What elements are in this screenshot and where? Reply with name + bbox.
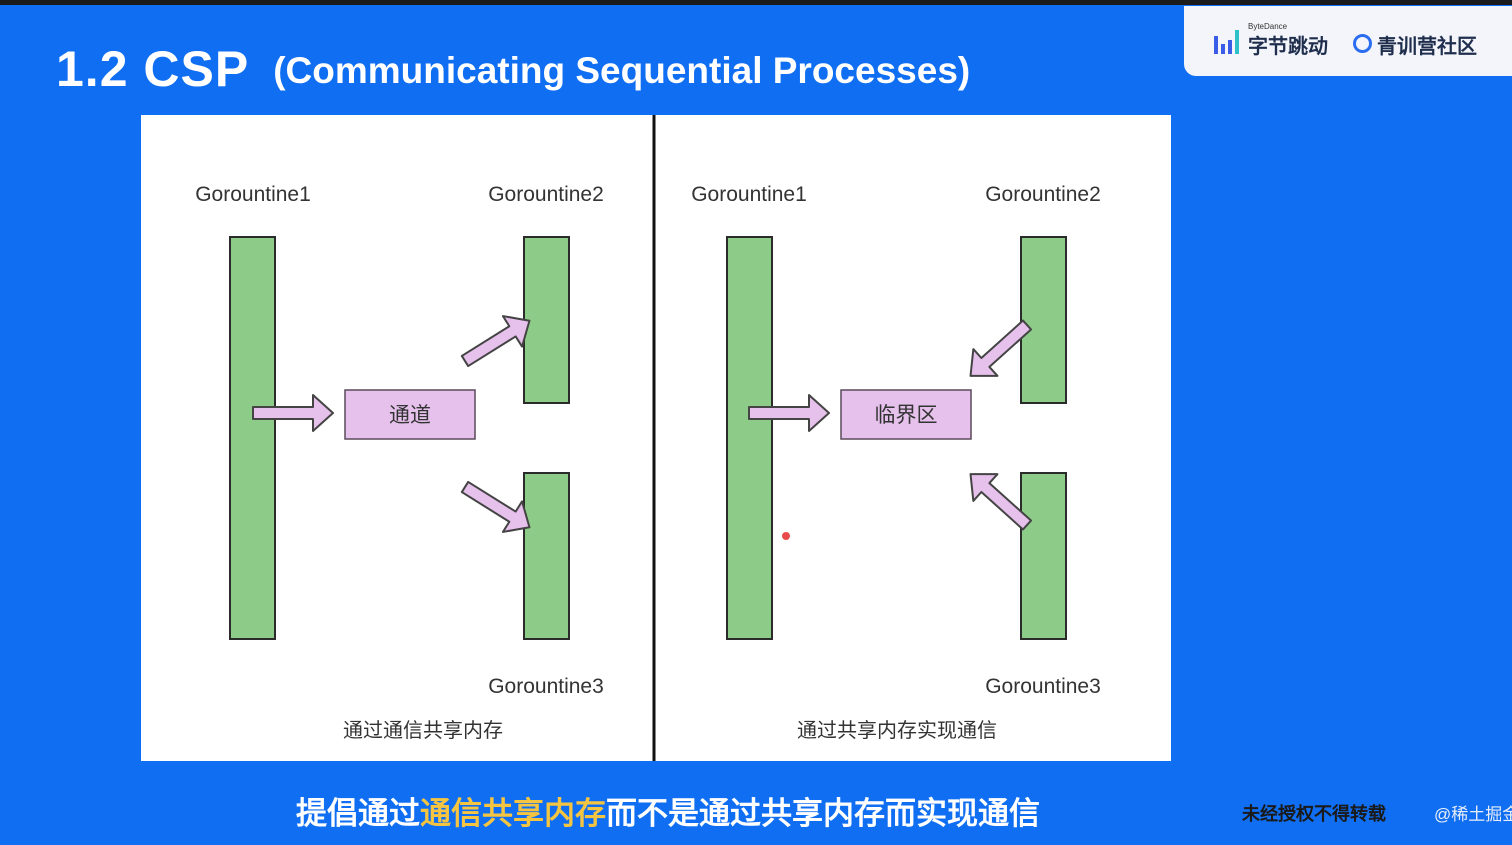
right-goroutine1-bar xyxy=(726,236,773,640)
right-diagram: Gorountine1 Gorountine2 Gorountine3 临界区 … xyxy=(691,183,1101,742)
diagram-canvas: Gorountine1 Gorountine2 Gorountine3 通道 通… xyxy=(195,115,1101,761)
right-center-box xyxy=(840,389,972,440)
footer-statement: 提倡通过通信共享内存而不是通过共享内存而实现通信 xyxy=(296,788,1040,833)
right-g2-label: Gorountine2 xyxy=(985,183,1101,206)
left-arrow-up-icon xyxy=(460,315,531,368)
right-g3-label: Gorountine3 xyxy=(985,675,1101,698)
bytedance-small-label: ByteDance xyxy=(1248,22,1288,31)
title-main: 1.2 CSP xyxy=(56,41,250,97)
footer-highlight: 通信共享内存 xyxy=(420,796,606,831)
left-goroutine1-bar xyxy=(229,236,276,640)
diagram-panel: Gorountine1 Gorountine2 Gorountine3 通道 通… xyxy=(141,115,1171,761)
bytedance-name: 字节跳动 xyxy=(1248,36,1328,58)
left-g2-label: Gorountine2 xyxy=(488,183,604,206)
right-goroutine3-bar xyxy=(1020,472,1067,640)
left-goroutine2-bar xyxy=(523,236,570,404)
left-center-box-label: 通道 xyxy=(389,403,431,427)
right-arrow-from-g2-icon xyxy=(969,319,1033,377)
copyright-notice: 未经授权不得转载 xyxy=(1242,804,1386,824)
right-goroutine2-bar xyxy=(1020,236,1067,404)
left-center-box xyxy=(344,389,476,440)
footer-after: 而不是通过共享内存而实现通信 xyxy=(606,796,1040,831)
slide-title: 1.2 CSP (Communicating Sequential Process… xyxy=(56,40,970,98)
left-goroutine3-bar xyxy=(523,472,570,640)
community-watermark: @稀土掘金技术社区 xyxy=(1434,805,1512,824)
camp-name: 青训营社区 xyxy=(1377,36,1477,58)
brand-logos: ByteDance 字节跳动 青训营社区 xyxy=(1184,6,1512,76)
bytedance-logo-icon xyxy=(1214,28,1242,54)
right-caption: 通过共享内存实现通信 xyxy=(797,718,997,742)
left-g1-label: Gorountine1 xyxy=(195,183,311,206)
right-arrow-from-g3-icon xyxy=(969,473,1033,531)
camp-logo-icon xyxy=(1353,34,1372,53)
title-subtitle: (Communicating Sequential Processes) xyxy=(273,50,971,91)
left-arrow-down-icon xyxy=(460,480,531,533)
left-arrow-to-box-icon xyxy=(252,394,334,432)
left-caption: 通过通信共享内存 xyxy=(343,718,503,742)
left-g3-label: Gorountine3 xyxy=(488,675,604,698)
right-arrow-to-box-icon xyxy=(748,394,830,432)
footer-before: 提倡通过 xyxy=(296,796,420,831)
right-center-box-label: 临界区 xyxy=(875,403,938,427)
top-border xyxy=(0,0,1512,5)
right-g1-label: Gorountine1 xyxy=(691,183,807,206)
cursor-dot xyxy=(782,532,790,540)
left-diagram: Gorountine1 Gorountine2 Gorountine3 通道 通… xyxy=(195,183,604,742)
